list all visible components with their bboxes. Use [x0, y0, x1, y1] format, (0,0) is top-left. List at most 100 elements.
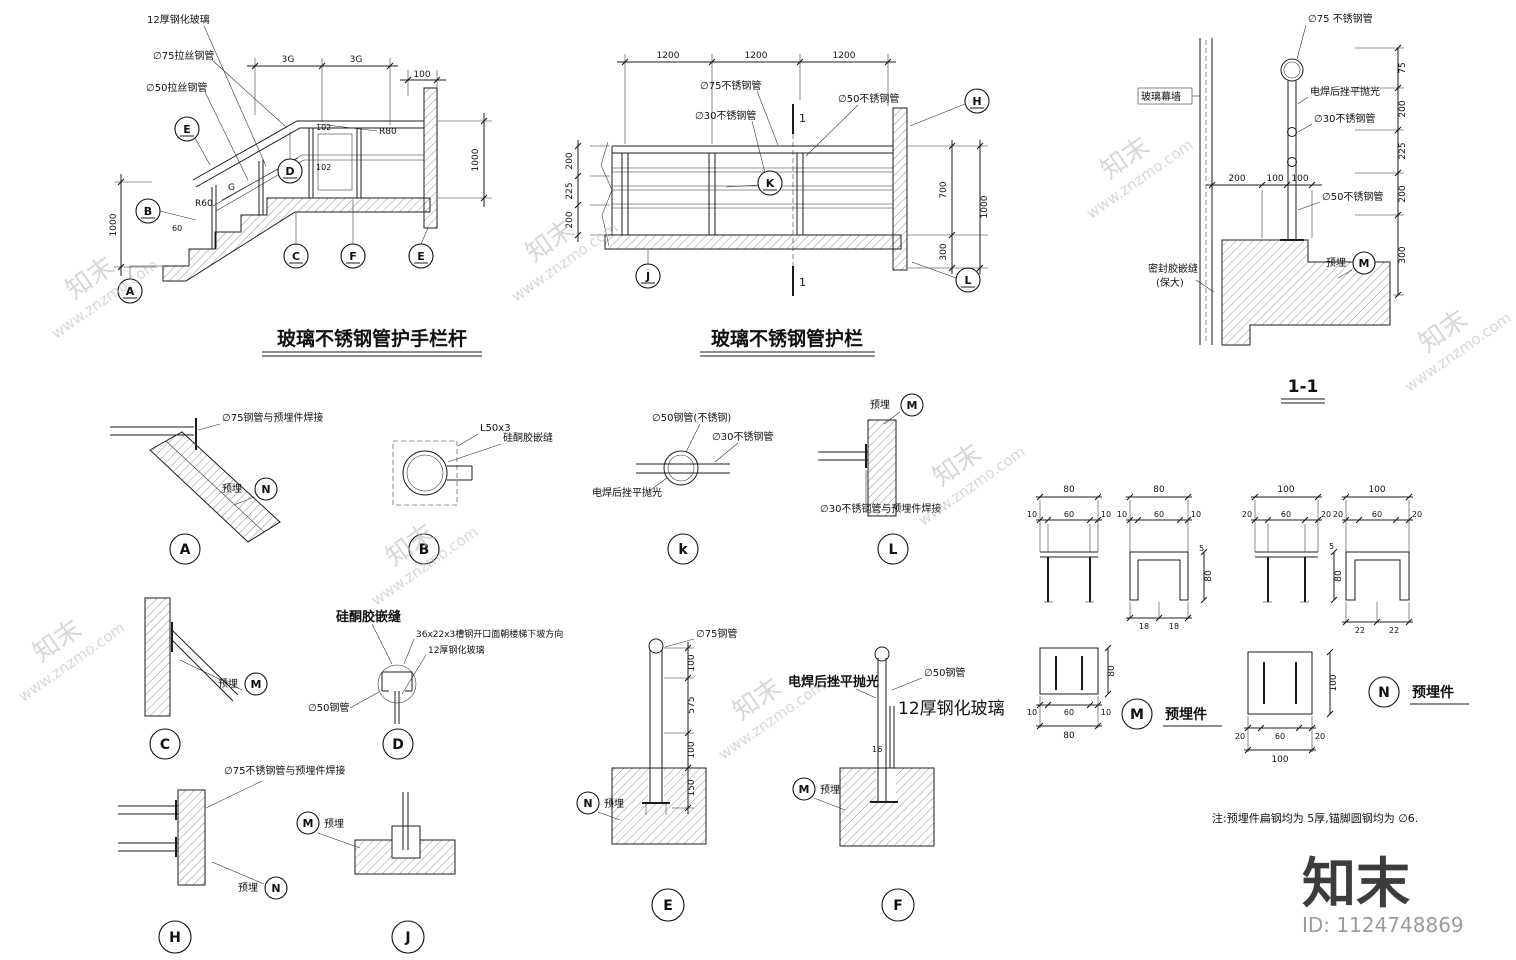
- bubble-detail-a: [169, 533, 201, 565]
- dim-10: 10: [1101, 510, 1111, 519]
- bubble-stair-b: B: [135, 198, 197, 224]
- svg-text:H: H: [169, 930, 181, 946]
- dim-100: 100: [1266, 174, 1283, 184]
- dim-80: 80: [1153, 485, 1165, 495]
- stair-annotation-glass: 12厚钢化玻璃: [147, 13, 210, 26]
- bubble-detail-f: [881, 888, 915, 922]
- dim-100: 100: [687, 741, 697, 758]
- section-number: 1: [799, 276, 806, 289]
- stair-radius-r60: R60: [195, 199, 213, 209]
- bubble-embed-m: [1121, 698, 1153, 730]
- svg-text:M: M: [1359, 257, 1370, 270]
- detail-d-channel-note: 36x22x3槽钢开口面朝楼梯下坡方向: [416, 628, 563, 640]
- bubble-embed-n: [1368, 676, 1400, 708]
- svg-text:N: N: [261, 483, 270, 496]
- dim-3g: 3G: [282, 55, 295, 65]
- bubble-detail-b: [408, 533, 440, 565]
- detail-c-embed-ref: [244, 672, 268, 696]
- detail-d-pipe-note: ∅50钢管: [308, 701, 349, 714]
- svg-text:K: K: [766, 177, 775, 190]
- watermark: 知末 www.znzmo.com: [1401, 304, 1514, 395]
- elevation-dim-top: 1200 1200 1200: [617, 51, 896, 144]
- detail-f-pipe-note: ∅50钢管: [924, 666, 965, 679]
- detail-j-drawing: [317, 792, 456, 875]
- dim-18: 18: [1139, 622, 1149, 631]
- dim-80: 80: [1334, 570, 1344, 582]
- dim-700: 700: [939, 181, 949, 198]
- embed-n-drawing: [1244, 493, 1413, 754]
- dim-100: 100: [687, 654, 697, 671]
- section-1-1-drawing: [1137, 24, 1391, 346]
- detail-c-drawing: [144, 597, 243, 717]
- bubble-elev-h: H: [909, 88, 990, 127]
- detail-b-drawing: [392, 433, 502, 506]
- detail-k-pipe30-note: ∅30不锈钢管: [712, 430, 773, 443]
- elevation-title: 玻璃不锈钢管护栏: [711, 327, 863, 350]
- dim-10: 10: [1191, 510, 1201, 519]
- dim-1000: 1000: [109, 213, 119, 236]
- stair-radius-r80: R80: [379, 127, 397, 137]
- watermark: 知末 www.znzmo.com: [1083, 131, 1196, 222]
- embed-n-title: 预埋件: [1412, 684, 1454, 701]
- dim-10: 10: [1101, 708, 1111, 717]
- detail-h-weld-note: ∅75不锈钢管与预埋件焊接: [224, 764, 345, 777]
- svg-text:L: L: [889, 542, 898, 558]
- svg-text:E: E: [417, 250, 425, 263]
- svg-text:J: J: [404, 930, 410, 946]
- detail-f-glass-note: 12厚钢化玻璃: [898, 699, 1005, 719]
- dim-60: 60: [1372, 510, 1382, 519]
- bubble-detail-j: [391, 920, 425, 954]
- detail-h-embed-label: 预埋: [238, 882, 258, 894]
- dim-225: 225: [565, 182, 575, 199]
- dim-1200: 1200: [657, 51, 680, 61]
- stair-dim-60: 60: [172, 224, 182, 233]
- watermark: 知末 www.znzmo.com: [715, 672, 828, 763]
- dim-100: 100: [1271, 755, 1288, 765]
- dim-60: 60: [1064, 510, 1074, 519]
- detail-a-drawing: [110, 418, 281, 543]
- section-title: 1-1: [1288, 377, 1319, 397]
- section-number: 1: [799, 112, 806, 125]
- dim-10: 10: [1117, 510, 1127, 519]
- watermark: 知末 www.znzmo.com: [915, 438, 1028, 529]
- detail-d-sealant-note: 硅酮胶嵌缝: [336, 609, 401, 625]
- dim-5: 5: [1329, 542, 1334, 551]
- svg-text:F: F: [893, 898, 903, 914]
- watermark: 知末 www.znzmo.com: [15, 614, 128, 705]
- detail-c-embed-label: 预埋: [218, 678, 238, 690]
- dim-10: 10: [1027, 510, 1037, 519]
- dim-20: 20: [1412, 510, 1422, 519]
- watermark: 知末 www.znzmo.com: [48, 251, 161, 342]
- site-logo: 知末: [1302, 852, 1410, 915]
- detail-l-weld-note: ∅30不锈钢管与预埋件焊接: [820, 502, 941, 515]
- dim-3g: 3G: [350, 55, 363, 65]
- svg-text:B: B: [419, 542, 430, 558]
- bubble-elev-k: K: [725, 170, 783, 196]
- svg-text:N: N: [1378, 685, 1390, 701]
- svg-text:k: k: [678, 542, 688, 558]
- dim-60: 60: [1064, 708, 1074, 717]
- bubble-detail-h: [158, 920, 192, 954]
- elevation-dim-right: 700 300 1000: [908, 140, 990, 274]
- detail-a-embed-ref: [254, 477, 278, 501]
- stair-annotation-pipe75: ∅75拉丝钢管: [153, 49, 214, 62]
- svg-text:M: M: [303, 817, 314, 830]
- bubble-stair-a: A: [117, 265, 163, 304]
- stair-dim-top: 3G 3G 100: [247, 55, 446, 125]
- svg-text:A: A: [180, 542, 191, 558]
- dim-1200: 1200: [833, 51, 856, 61]
- section-annotation-curtainwall: 玻璃幕墙: [1141, 90, 1181, 103]
- detail-e-dims: 100 575 100 150: [664, 642, 697, 814]
- svg-text:M: M: [799, 783, 810, 796]
- section-annotation-pipe75: ∅75 不锈钢管: [1308, 12, 1373, 25]
- bubble-stair-f: F: [340, 200, 366, 269]
- detail-e-drawing: [597, 638, 707, 845]
- svg-text:C: C: [160, 737, 170, 753]
- dim-20: 20: [1333, 510, 1343, 519]
- svg-text:D: D: [392, 737, 404, 753]
- bubble-elev-j: J: [635, 250, 661, 289]
- dim-20: 20: [1235, 732, 1245, 741]
- dim-200: 200: [1398, 100, 1408, 117]
- stair-dim-left-1000: 1000: [109, 174, 156, 276]
- section-dim-horizontal: 200 100 100: [1206, 174, 1322, 238]
